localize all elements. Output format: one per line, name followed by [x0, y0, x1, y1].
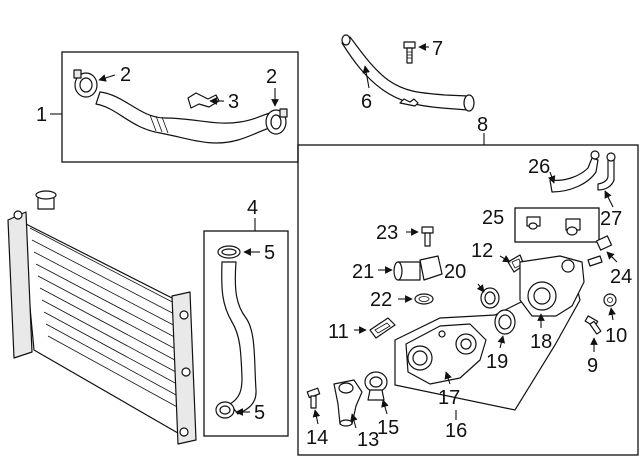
hose-clamp-right[interactable] [265, 108, 288, 135]
callout-18[interactable]: 18 [530, 331, 552, 353]
water-fitting-21[interactable] [393, 255, 443, 281]
callout-21[interactable]: 21 [352, 261, 374, 283]
nut-10[interactable] [603, 293, 617, 307]
gasket-11[interactable] [369, 317, 396, 339]
lower-radiator-hose[interactable] [221, 261, 257, 415]
callout-2-right[interactable]: 2 [266, 66, 277, 88]
temperature-sensor-24[interactable] [587, 235, 613, 267]
radiator[interactable] [7, 190, 197, 445]
group-box-thermostat [297, 144, 639, 456]
bolt-9[interactable] [584, 315, 602, 335]
callout-1[interactable]: 1 [36, 104, 47, 126]
callout-23[interactable]: 23 [376, 222, 398, 244]
callout-16[interactable]: 16 [445, 420, 467, 442]
callout-4[interactable]: 4 [247, 197, 258, 219]
hose-27[interactable] [597, 152, 616, 191]
callout-12[interactable]: 12 [471, 240, 493, 262]
callout-20[interactable]: 20 [444, 261, 466, 283]
callout-22[interactable]: 22 [370, 289, 392, 311]
callout-19[interactable]: 19 [486, 351, 508, 373]
thermostat-housing-18[interactable] [519, 255, 585, 317]
callout-15[interactable]: 15 [377, 417, 399, 439]
water-inlet-13[interactable] [333, 379, 363, 427]
callout-24[interactable]: 24 [610, 266, 632, 288]
hose-clamp-left[interactable] [73, 69, 98, 98]
bolt-23[interactable] [421, 226, 434, 247]
callout-17[interactable]: 17 [438, 387, 460, 409]
thermostat-15[interactable] [364, 371, 388, 401]
water-outlet-17[interactable] [405, 323, 487, 385]
callout-5-upper[interactable]: 5 [264, 242, 275, 264]
callout-9[interactable]: 9 [587, 355, 598, 377]
seal-20[interactable] [480, 287, 500, 309]
o-ring-22[interactable] [414, 293, 434, 305]
callout-6[interactable]: 6 [361, 91, 372, 113]
group-box-lower-hose [203, 230, 289, 437]
bolt-7[interactable] [403, 41, 416, 64]
callout-3[interactable]: 3 [228, 91, 239, 113]
callout-10[interactable]: 10 [605, 325, 627, 347]
fitting-25a[interactable] [526, 216, 541, 230]
fitting-25b[interactable] [565, 218, 581, 236]
callout-25[interactable]: 25 [482, 207, 504, 229]
callout-5-lower[interactable]: 5 [254, 402, 265, 424]
hose-clamp-upper[interactable] [217, 245, 241, 259]
callout-8[interactable]: 8 [477, 114, 488, 136]
group-box-25 [514, 207, 600, 243]
hose-clamp-lower[interactable] [215, 401, 235, 419]
callout-27[interactable]: 27 [600, 208, 622, 230]
callout-26[interactable]: 26 [528, 156, 550, 178]
callout-14[interactable]: 14 [306, 427, 328, 449]
bypass-hose-26[interactable] [549, 150, 600, 193]
bolt-14[interactable] [306, 387, 321, 409]
callout-7[interactable]: 7 [432, 38, 443, 60]
callout-11[interactable]: 11 [328, 321, 349, 343]
callout-13[interactable]: 13 [357, 429, 379, 451]
seal-19[interactable] [494, 309, 516, 335]
upper-radiator-hose[interactable] [95, 91, 273, 144]
callout-2-left[interactable]: 2 [120, 64, 131, 86]
group-box-upper-hose [61, 51, 299, 163]
